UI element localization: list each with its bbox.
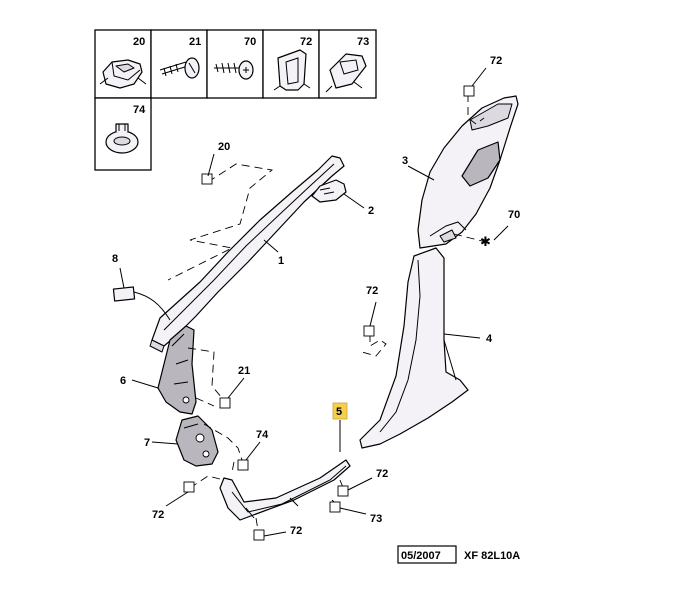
callout-2[interactable]: 2 [368, 205, 374, 217]
legend-label-73: 73 [357, 36, 369, 48]
marker-square [337, 485, 349, 497]
part-6-kick-panel[interactable] [157, 325, 197, 415]
footer: 05/2007 XF 82L10A [397, 545, 520, 564]
callout-70[interactable]: 70 [508, 209, 520, 221]
legend-label-74: 74 [133, 104, 146, 116]
marker-square [329, 501, 341, 513]
marker-square [463, 85, 475, 97]
fastener-legend: 20 21 70 72 73 74 [94, 29, 377, 171]
legend-label-72: 72 [300, 36, 312, 48]
screw-21-icon [159, 57, 200, 79]
marker-square [219, 397, 231, 409]
screw-70-icon [214, 60, 254, 80]
clip-72-icon [273, 49, 311, 91]
legend-label-70: 70 [244, 36, 256, 48]
clip-20-icon [99, 59, 147, 89]
callout-21[interactable]: 21 [238, 365, 250, 377]
part-8-pad[interactable] [112, 286, 171, 321]
footer-reference: XF 82L10A [464, 550, 520, 562]
legend-label-21: 21 [189, 36, 201, 48]
leader-lines [119, 67, 509, 537]
footer-date: 05/2007 [401, 550, 441, 562]
date-box [397, 545, 457, 564]
rivet-74-icon [105, 123, 139, 154]
callout-5[interactable]: 5 [336, 406, 342, 418]
callout-72-bottom[interactable]: 72 [290, 525, 302, 537]
marker-square [363, 325, 375, 337]
screw-70-marker-icon: ✱ [480, 235, 491, 250]
callout-74[interactable]: 74 [256, 429, 269, 441]
marker-square [201, 173, 213, 185]
marker-square [237, 459, 249, 471]
assembly-lines [167, 94, 487, 531]
part-2-trim-cap[interactable] [311, 179, 347, 203]
callout-72-top[interactable]: 72 [490, 55, 502, 67]
part-1-a-pillar-trim[interactable] [149, 155, 345, 353]
callout-72-sill-left[interactable]: 72 [152, 509, 164, 521]
callout-8[interactable]: 8 [112, 253, 118, 265]
callout-5-highlight [332, 402, 348, 420]
callout-1[interactable]: 1 [278, 255, 284, 267]
callout-7[interactable]: 7 [144, 437, 150, 449]
part-4-b-pillar-lower-trim[interactable] [359, 247, 469, 449]
part-7-bracket[interactable] [175, 415, 219, 467]
clip-73-icon [325, 53, 367, 93]
callout-6[interactable]: 6 [120, 375, 126, 387]
part-5-sill-trim[interactable] [219, 459, 351, 521]
marker-square [253, 529, 265, 541]
callout-72-pillar[interactable]: 72 [366, 285, 378, 297]
callouts: 1 2 3 4 5 6 7 8 20 21 70 72 72 72 72 72 … [112, 55, 520, 537]
reference-markers: ✱ [183, 85, 491, 541]
part-3-b-pillar-upper-trim[interactable] [417, 95, 519, 249]
callout-4[interactable]: 4 [486, 333, 493, 345]
legend-label-20: 20 [133, 36, 145, 48]
callout-72-sill-right[interactable]: 72 [376, 468, 388, 480]
callout-20[interactable]: 20 [218, 141, 230, 153]
callout-73[interactable]: 73 [370, 513, 382, 525]
marker-square [183, 481, 195, 493]
callout-3[interactable]: 3 [402, 155, 408, 167]
